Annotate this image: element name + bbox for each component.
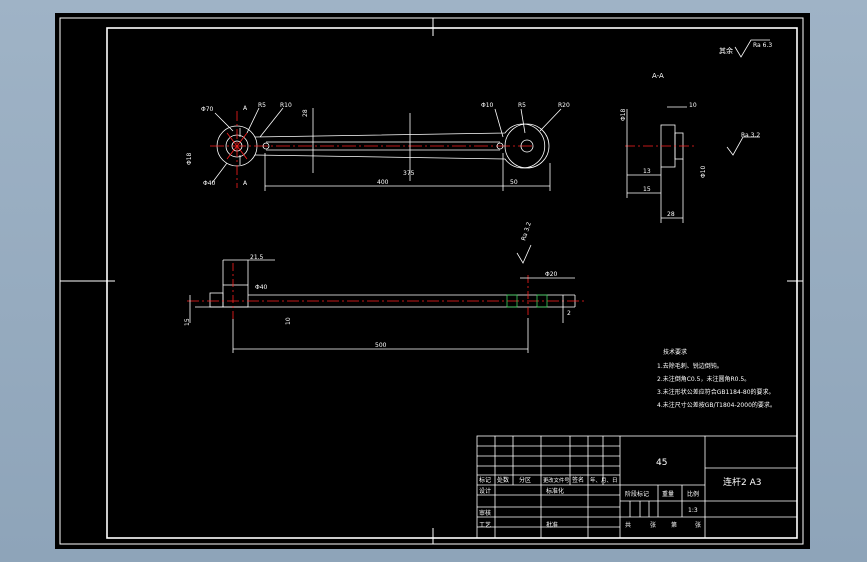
- title-block-text: 45 连杆2 A3 标记 处数 分区 更改文件号 签名 年、月、日 设计 标准化…: [479, 458, 761, 529]
- elev-boss: [222, 284, 249, 308]
- section-view: A-A: [625, 72, 760, 223]
- section-dim-13-text: 13: [643, 168, 651, 175]
- tb-r-approve: 批准: [546, 521, 558, 529]
- small-boss-bore: [520, 139, 534, 153]
- title-block-frame: [476, 435, 798, 539]
- section-dim-phi: Φ18: [620, 108, 627, 121]
- roughness-side-icon: [726, 136, 760, 156]
- notes-item-3: 3.未注形状公差应符合GB1184-80的要求。: [657, 388, 775, 396]
- elev-dim-phi20-text: Φ20: [545, 271, 558, 278]
- elev-hatch-2: [536, 294, 548, 308]
- arm-hole-right: [496, 142, 504, 150]
- tb-r-no: 第: [671, 521, 677, 529]
- roughness-elev-icon: [516, 244, 532, 264]
- section-dim-10: 10: [689, 102, 697, 109]
- roughness-elev-value: Ra 3.2: [520, 221, 533, 242]
- plan-view: [210, 107, 562, 191]
- plan-view-dims: Φ70 A R5 R10 28 Φ18 Φ40 A 375 400 50 Φ10…: [186, 102, 570, 187]
- dim-400: 400: [377, 179, 389, 186]
- roughness-general: 其余 Ra 6.3: [719, 39, 772, 58]
- dim-50: 50: [510, 179, 518, 186]
- leader-r10: [259, 107, 284, 138]
- roughness-other-label: 其余: [719, 46, 733, 55]
- dim-r20: R20: [558, 102, 570, 109]
- cad-drawing-canvas: 其余 Ra 6.3 Φ70: [55, 13, 810, 549]
- tb-material: 45: [656, 458, 667, 468]
- notes-item-1: 1.去除毛刺、锐边倒钝。: [657, 362, 723, 370]
- elev-dim-21-text: 21.5: [250, 254, 264, 261]
- front-view: [187, 244, 585, 353]
- tb-h-zone: 分区: [519, 476, 531, 484]
- section-view-dims: 10 Φ18 Φ10 13 15 28 Ra 3.2: [620, 102, 760, 218]
- elev-dim-15-text: 15: [184, 318, 191, 326]
- elev-hatch-1: [506, 294, 518, 308]
- tb-r-design: 设计: [479, 487, 491, 495]
- elev-dim-phi40-text: Φ40: [255, 284, 268, 291]
- link-arm-outline: [254, 123, 546, 169]
- tb-scale-value: 1:3: [688, 507, 698, 514]
- dim-phi70: Φ70: [201, 106, 214, 113]
- roughness-main-value: Ra 6.3: [753, 42, 772, 49]
- arm-hole-left: [262, 142, 270, 150]
- tb-r-total: 共: [625, 521, 631, 529]
- small-boss-outline: [504, 123, 550, 169]
- leader-r20: [539, 108, 562, 132]
- section-dim-15-text: 15: [643, 186, 651, 193]
- dim-28: 28: [302, 109, 309, 117]
- leader-phi70: [214, 112, 234, 132]
- elev-dim-2-text: 2: [567, 310, 571, 317]
- tb-h-sign: 签名: [572, 476, 584, 484]
- tb-r-process: 工艺: [479, 521, 491, 529]
- outer-border: [59, 17, 804, 545]
- notes-item-4: 4.未注尺寸公差按GB/T1804-2000的要求。: [657, 401, 776, 409]
- dim-phi40: Φ40: [203, 180, 216, 187]
- dim-phi18: Φ18: [186, 152, 193, 165]
- inner-frame: [106, 27, 798, 539]
- notes-item-2: 2.未注倒角C0.5，未注圆角R0.5。: [657, 375, 750, 383]
- dim-375: 375: [403, 170, 415, 177]
- roughness-side-value: Ra 3.2: [741, 132, 760, 139]
- elev-shoulder: [209, 292, 224, 308]
- dim-r5a: R5: [258, 102, 266, 109]
- leader-r5b: [520, 108, 526, 134]
- section-label: A-A: [652, 72, 664, 80]
- section-dim-phi-b: Φ10: [700, 165, 707, 178]
- dim-a-top: A: [243, 105, 248, 112]
- tb-h-count: 处数: [497, 476, 509, 484]
- tb-r-stage: 阶段标记: [625, 490, 649, 498]
- dim-a-bottom: A: [243, 180, 248, 187]
- roughness-symbol-icon: [734, 39, 770, 58]
- notes-title: 技术要求: [663, 348, 687, 356]
- tb-h-docno: 更改文件号: [543, 476, 570, 484]
- elev-dim-500-text: 500: [375, 342, 387, 349]
- technical-notes: 技术要求 1.去除毛刺、锐边倒钝。 2.未注倒角C0.5，未注圆角R0.5。 3…: [657, 348, 776, 409]
- engineering-drawing: 其余 Ra 6.3 Φ70: [59, 17, 804, 545]
- dim-r5b: R5: [518, 102, 526, 109]
- tb-r-review: 审核: [479, 509, 491, 517]
- title-block: [476, 435, 798, 539]
- tb-r-sheet2: 张: [695, 521, 701, 529]
- dim-phi10: Φ10: [481, 102, 494, 109]
- elev-dim-10-text: 10: [285, 317, 292, 325]
- tb-r-sheet: 张: [650, 521, 656, 529]
- leader-phi40: [211, 162, 228, 184]
- tb-r-scale: 比例: [687, 490, 699, 498]
- tb-h-date: 年、月、日: [590, 476, 618, 484]
- section-dim-28-text: 28: [667, 211, 675, 218]
- tb-h-mark: 标记: [479, 476, 491, 484]
- dim-r10a: R10: [280, 102, 292, 109]
- tb-r-standard: 标准化: [546, 487, 564, 495]
- leader-phi10: [494, 108, 504, 138]
- tb-r-weight: 重量: [662, 490, 674, 498]
- leader-r5: [246, 107, 260, 134]
- tb-part-name: 连杆2 A3: [723, 476, 761, 488]
- drawing-borders: [59, 17, 804, 545]
